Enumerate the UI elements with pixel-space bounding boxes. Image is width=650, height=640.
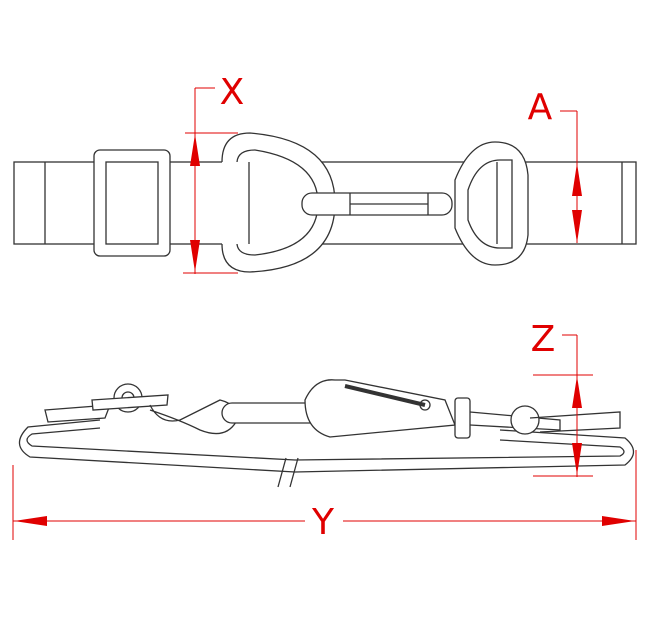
snap-hook xyxy=(304,379,456,438)
buckle xyxy=(93,149,171,257)
top-view xyxy=(13,132,637,273)
dimension-label-z: Z xyxy=(530,319,556,360)
dimensions xyxy=(12,87,637,540)
snap-hook-shank xyxy=(301,192,453,216)
dimension-label-a: A xyxy=(527,87,553,128)
d-ring xyxy=(221,132,336,273)
swivel-loop xyxy=(454,141,529,266)
dimension-y xyxy=(12,450,637,540)
strap-loop-outer xyxy=(18,419,635,473)
dimension-z xyxy=(533,334,593,477)
dimension-x xyxy=(183,87,238,274)
dimension-a xyxy=(560,110,582,243)
side-view xyxy=(18,379,635,488)
dimension-label-y: Y xyxy=(312,502,334,543)
dimension-label-x: X xyxy=(219,72,245,113)
